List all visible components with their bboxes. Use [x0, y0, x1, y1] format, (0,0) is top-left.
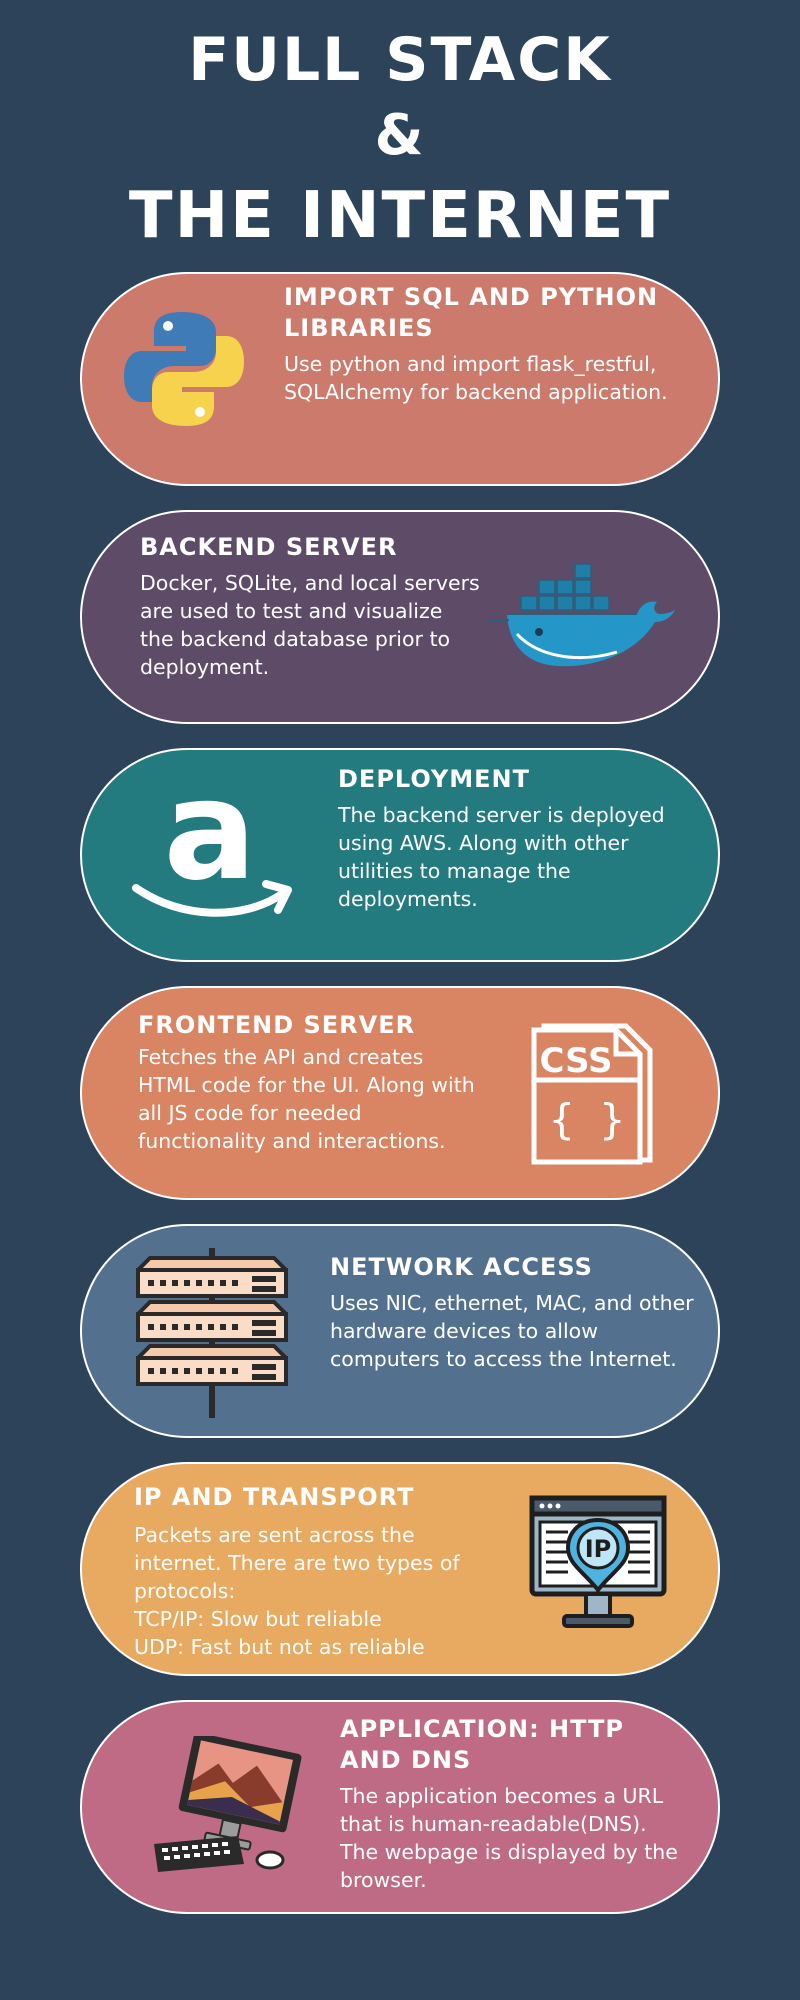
- card-body: The application becomes a URL that is hu…: [340, 1784, 678, 1892]
- card-body: Docker, SQLite, and local servers are us…: [140, 571, 480, 679]
- card-network-access: NETWORK ACCESS Uses NIC, ethernet, MAC, …: [80, 1224, 720, 1438]
- server-rack-icon: [133, 1248, 291, 1418]
- page-title-line-1: FULL STACK: [188, 25, 612, 95]
- page-title-line-2: THE INTERNET: [128, 179, 672, 253]
- docker-icon: [487, 560, 677, 672]
- card-backend-server: BACKEND SERVER Docker, SQLite, and local…: [80, 510, 720, 724]
- ip-label: IP: [585, 1535, 612, 1563]
- amazon-icon: a: [132, 750, 292, 920]
- card-body: Fetches the API and creates HTML code fo…: [138, 1045, 475, 1153]
- desktop-computer-icon: [152, 1732, 302, 1876]
- page-title-ampersand: &: [374, 103, 426, 168]
- svg-text:{ }: { }: [549, 1095, 625, 1144]
- card-heading: APPLICATION: HTTP AND DNS: [340, 1715, 625, 1774]
- card-heading: FRONTEND SERVER: [138, 1011, 416, 1039]
- card-python-libraries: IMPORT SQL AND PYTHON LIBRARIES Use pyth…: [80, 272, 720, 486]
- card-deployment: a DEPLOYMENT The backend server is deplo…: [80, 748, 720, 962]
- python-icon: [124, 308, 244, 430]
- card-ip-transport: IP AND TRANSPORT Packets are sent across…: [80, 1462, 720, 1676]
- card-body: Use python and import flask_restful, SQL…: [284, 352, 668, 404]
- card-body: Packets are sent across the internet. Th…: [134, 1523, 460, 1659]
- card-frontend-server: FRONTEND SERVER Fetches the API and crea…: [80, 986, 720, 1200]
- card-application-http-dns: APPLICATION: HTTP AND DNS The applicatio…: [80, 1700, 720, 1914]
- card-heading: NETWORK ACCESS: [330, 1253, 593, 1281]
- card-body: The backend server is deployed using AWS…: [338, 803, 665, 911]
- card-body: Uses NIC, ethernet, MAC, and other hardw…: [330, 1291, 694, 1371]
- card-heading: IP AND TRANSPORT: [134, 1483, 415, 1511]
- css-file-icon: CSS { }: [528, 1022, 658, 1168]
- css-label: CSS: [539, 1041, 612, 1081]
- ip-monitor-icon: IP: [528, 1494, 668, 1634]
- card-heading: IMPORT SQL AND PYTHON LIBRARIES: [284, 283, 659, 342]
- card-heading: BACKEND SERVER: [140, 533, 398, 561]
- card-heading: DEPLOYMENT: [338, 765, 531, 793]
- svg-text:a: a: [163, 780, 256, 911]
